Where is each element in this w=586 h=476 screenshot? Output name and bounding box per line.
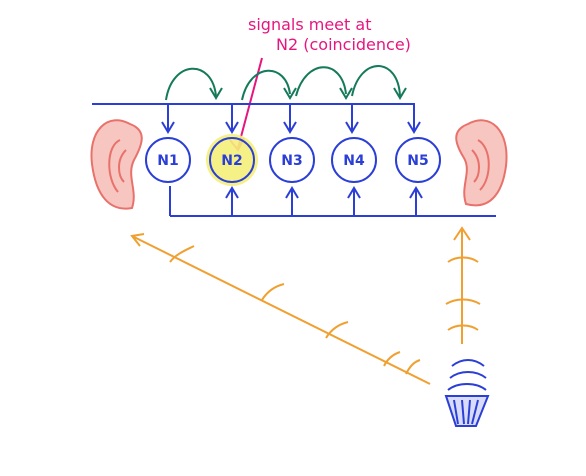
loop-arrow-1 [165, 67, 217, 101]
loop-arrow-2-head [283, 87, 297, 100]
neuron-n4: N4 [331, 137, 377, 183]
neuron-label: N1 [157, 153, 178, 169]
loop-arrow-3 [295, 66, 347, 97]
neuron-n3: N3 [269, 137, 315, 183]
annotation: signals meet at N2 (coincidence) [248, 15, 411, 54]
sound-ray-right-head [453, 226, 471, 241]
right-ear-icon [455, 119, 508, 207]
top-arrow-n2 [225, 104, 239, 134]
speaker-icon [444, 359, 490, 427]
bottom-arrow-n5 [409, 186, 423, 216]
top-arrow-n4 [345, 104, 359, 134]
bottom-arrow-n4 [347, 186, 361, 216]
wavefront [169, 245, 195, 263]
neuron-row: N1 N2 N3 N4 N5 [145, 134, 441, 186]
top-arrow-n3 [283, 104, 297, 134]
annotation-line-1: signals meet at [248, 15, 371, 34]
neuron-n2: N2 [206, 134, 258, 186]
left-ear-icon [90, 119, 143, 210]
sound-ray-left-head [130, 233, 145, 247]
top-arrow-n1 [161, 104, 175, 134]
top-arrow-n5 [407, 104, 421, 134]
loop-arrow-2 [241, 69, 291, 101]
wavefront [445, 298, 481, 305]
neuron-n1: N1 [145, 137, 191, 183]
wavefront [447, 256, 479, 263]
neuron-label: N2 [221, 153, 242, 169]
neuron-label: N3 [281, 153, 302, 169]
top-bus [92, 103, 415, 122]
sound-ray-left [131, 235, 431, 385]
neuron-label: N5 [407, 153, 428, 169]
neuron-n5: N5 [395, 137, 441, 183]
loop-arrow-3-head [339, 87, 353, 100]
sound-path-to-left-ear [130, 233, 431, 385]
annotation-line-2: N2 (coincidence) [276, 35, 411, 54]
bottom-arrow-n3 [285, 186, 299, 216]
wavefront [383, 351, 401, 367]
loop-arrow-4-head [393, 87, 407, 100]
neural-wiring [92, 103, 496, 217]
sound-path-to-right-ear [445, 226, 481, 344]
wavefront [405, 359, 421, 375]
wavefront [325, 321, 349, 339]
coincidence-highlight [206, 134, 258, 186]
neuron-label: N4 [343, 153, 365, 169]
loop-arrow-1-head [209, 87, 223, 100]
loop-arrow-4 [351, 65, 401, 97]
wavefront [447, 324, 479, 331]
bottom-arrow-n2 [225, 186, 239, 216]
wavefront [261, 283, 285, 301]
delay-loop-arrows [165, 65, 407, 101]
